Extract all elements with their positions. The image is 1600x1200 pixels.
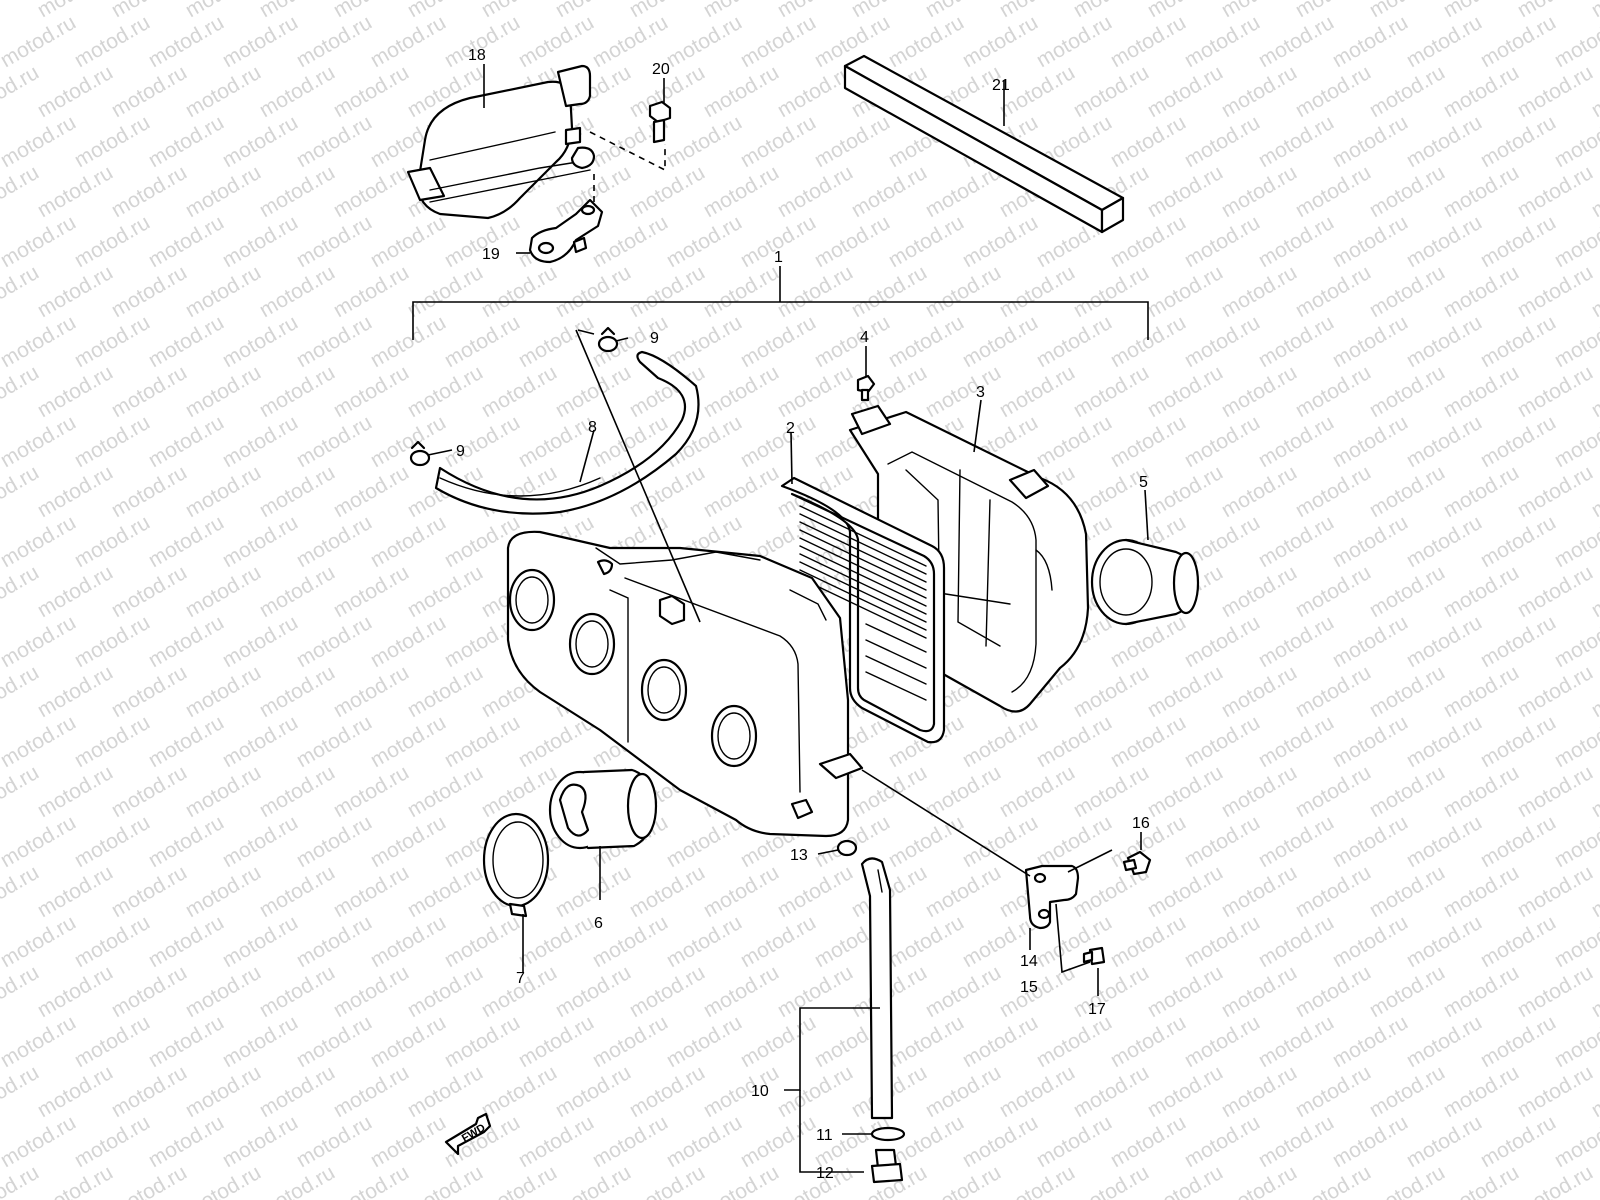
bracket-group-1 [412, 301, 1149, 340]
callout-2: 2 [786, 420, 795, 437]
fwd-arrow-icon [444, 1112, 492, 1156]
callout-17: 17 [1088, 1001, 1106, 1018]
callout-1: 1 [774, 249, 783, 266]
forward-direction-indicator: FWD [444, 1112, 492, 1156]
callout-7: 7 [516, 970, 525, 987]
part-6-boot [548, 768, 658, 850]
leader-lines [412, 64, 1149, 1173]
part-4-screw [856, 374, 876, 402]
part-2-filter-element [780, 476, 946, 744]
callout-10: 10 [751, 1083, 769, 1100]
case-port-4 [710, 704, 758, 768]
part-8-hose [434, 350, 700, 515]
part-21-foam-strip [843, 54, 1125, 234]
callout-13: 13 [790, 847, 808, 864]
part-16-screw [1122, 850, 1152, 876]
callout-21: 21 [992, 77, 1010, 94]
part-9-clamp-upper [597, 326, 619, 353]
callout-5: 5 [1139, 474, 1148, 491]
callout-8: 8 [588, 419, 597, 436]
part-19-bracket [528, 198, 604, 264]
part-5-funnel [1090, 538, 1200, 626]
part-18-breather-box [406, 64, 596, 220]
callout-4: 4 [860, 329, 869, 346]
part-20-bolt [648, 100, 672, 144]
callout-12: 12 [816, 1165, 834, 1182]
part-7-hose-clamp [482, 812, 550, 918]
callout-11: 11 [816, 1127, 833, 1144]
callout-14: 14 [1020, 953, 1038, 970]
callout-16: 16 [1132, 815, 1150, 832]
part-11-clip [870, 1126, 906, 1142]
part-14-bracket [1024, 864, 1080, 930]
callout-19: 19 [482, 246, 500, 263]
callout-15: 15 [1020, 979, 1038, 996]
callout-20: 20 [652, 61, 670, 78]
fwd-label: FWD [460, 1122, 488, 1145]
part-10-drain-hose [860, 857, 894, 1120]
case-port-1 [508, 568, 556, 632]
part-12-plug [870, 1148, 904, 1184]
callout-18: 18 [468, 47, 486, 64]
case-port-2 [568, 612, 616, 676]
part-13-clip [836, 839, 858, 857]
part-9-clamp-lower [409, 440, 431, 467]
callout-9-lower: 9 [456, 443, 465, 460]
case-port-3 [640, 658, 688, 722]
callout-9-upper: 9 [650, 330, 659, 347]
callouts: 18 20 21 19 1 4 9 3 2 8 9 5 6 7 13 16 14… [456, 47, 1150, 1182]
part-17-screw [1082, 946, 1106, 966]
callout-3: 3 [976, 384, 985, 401]
part-1-air-cleaner-case [506, 530, 864, 838]
callout-6: 6 [594, 915, 603, 932]
